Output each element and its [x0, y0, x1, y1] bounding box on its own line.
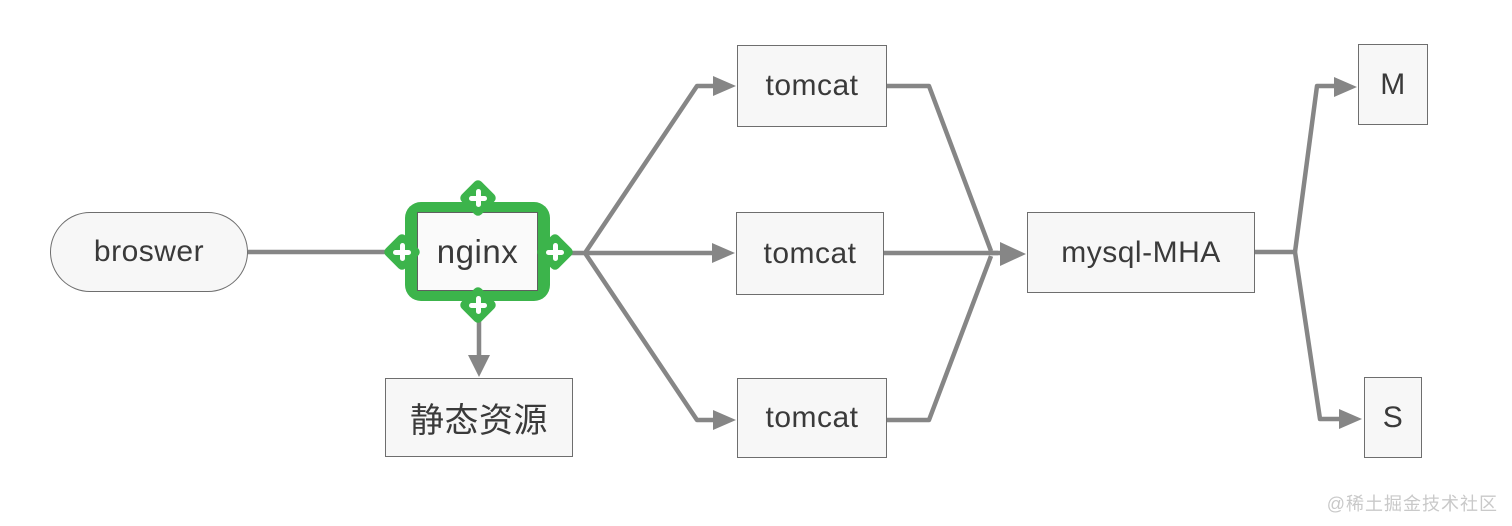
node-nginx-label: nginx: [436, 232, 519, 270]
node-browser-label: broswer: [93, 235, 205, 268]
node-static-resources[interactable]: 静态资源: [385, 378, 573, 457]
connection-handle-right[interactable]: [535, 232, 575, 272]
connection-handle-bottom[interactable]: [458, 285, 498, 325]
edge-tomcat-bottom-mysql: [887, 255, 994, 423]
node-static-resources-label: 静态资源: [410, 402, 548, 440]
node-master[interactable]: M: [1358, 44, 1428, 125]
node-tomcat-label: tomcat: [765, 401, 859, 434]
node-mysql-mha-label: mysql-MHA: [1061, 235, 1221, 269]
node-mysql-mha[interactable]: mysql-MHA: [1027, 212, 1255, 293]
connection-handle-top[interactable]: [458, 178, 498, 218]
edge-nginx-tomcat-middle: [585, 243, 735, 263]
watermark: @稀土掘金技术社区: [1326, 494, 1498, 514]
node-browser[interactable]: broswer: [50, 212, 248, 292]
plus-icon: [382, 232, 422, 272]
plus-icon: [535, 232, 575, 272]
node-tomcat-top[interactable]: tomcat: [737, 45, 887, 127]
node-master-label: M: [1380, 67, 1406, 101]
node-tomcat-label: tomcat: [765, 69, 859, 102]
edge-tomcat-top-mysql: [887, 83, 994, 252]
node-nginx[interactable]: nginx: [417, 212, 538, 291]
connection-handle-left[interactable]: [382, 232, 422, 272]
plus-icon: [458, 285, 498, 325]
node-tomcat-bottom[interactable]: tomcat: [737, 378, 887, 458]
edge-nginx-tomcat-top: [556, 76, 736, 256]
edge-mysql-master: [1292, 77, 1357, 253]
node-slave[interactable]: S: [1364, 377, 1422, 458]
node-tomcat-middle[interactable]: tomcat: [736, 212, 884, 295]
node-tomcat-label: tomcat: [763, 236, 857, 270]
edge-nginx-tomcat-bottom: [583, 251, 736, 430]
node-slave-label: S: [1382, 400, 1404, 434]
edge-mysql-slave: [1292, 251, 1362, 429]
plus-icon: [458, 178, 498, 218]
edge-join-arrow-mysql: [991, 242, 1026, 266]
